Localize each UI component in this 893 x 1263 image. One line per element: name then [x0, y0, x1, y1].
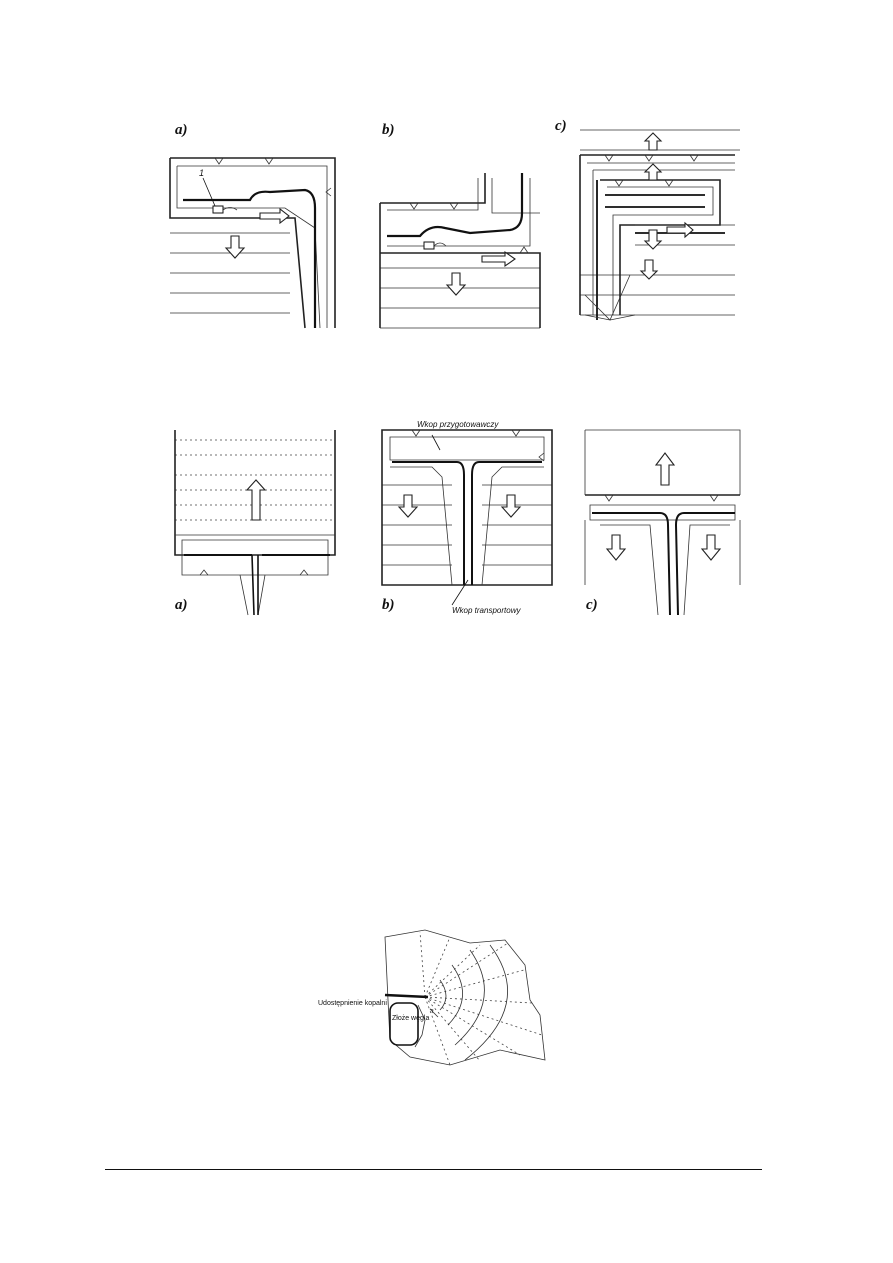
figure-2-label-preparatory-cut: Wkop przygotowawczy — [417, 420, 499, 429]
figure-2-label-b: b) — [382, 597, 395, 613]
figure-2-panel-c — [584, 429, 741, 616]
figure-3-deposit-label: Złoże węgla — [392, 1015, 429, 1022]
figure-2-label-transport-cut: Wkop transportowy — [452, 606, 521, 615]
figure-1-label-a: a) — [175, 122, 188, 138]
figure-1-label-c: c) — [555, 118, 567, 134]
figure-1-panel-c — [579, 129, 740, 321]
figure-1: a) b) c) 1 — [150, 110, 750, 345]
figure-1-label-b: b) — [382, 122, 395, 138]
figure-2-panel-b: Wkop przygotowawczy Wkop transportowy — [381, 420, 553, 615]
footer-rule — [105, 1169, 762, 1170]
figure-1-panel-a: 1 — [169, 157, 336, 329]
figure-2-label-a: a) — [175, 597, 188, 613]
figure-1-panel-b — [379, 173, 541, 329]
figure-3: Złoże węgla Udostępnienie kopalni — [318, 925, 570, 1075]
figure-2-label-c: c) — [586, 597, 598, 613]
figure-3-fan-diagram: Złoże węgla Udostępnienie kopalni — [318, 929, 546, 1066]
figure-2: Wkop przygotowawczy Wkop transportowy a)… — [160, 405, 750, 630]
figure-1-annotation-1: 1 — [199, 168, 204, 178]
figure-3-access-label: Udostępnienie kopalni — [318, 1000, 387, 1007]
figure-2-panel-a — [174, 430, 336, 616]
